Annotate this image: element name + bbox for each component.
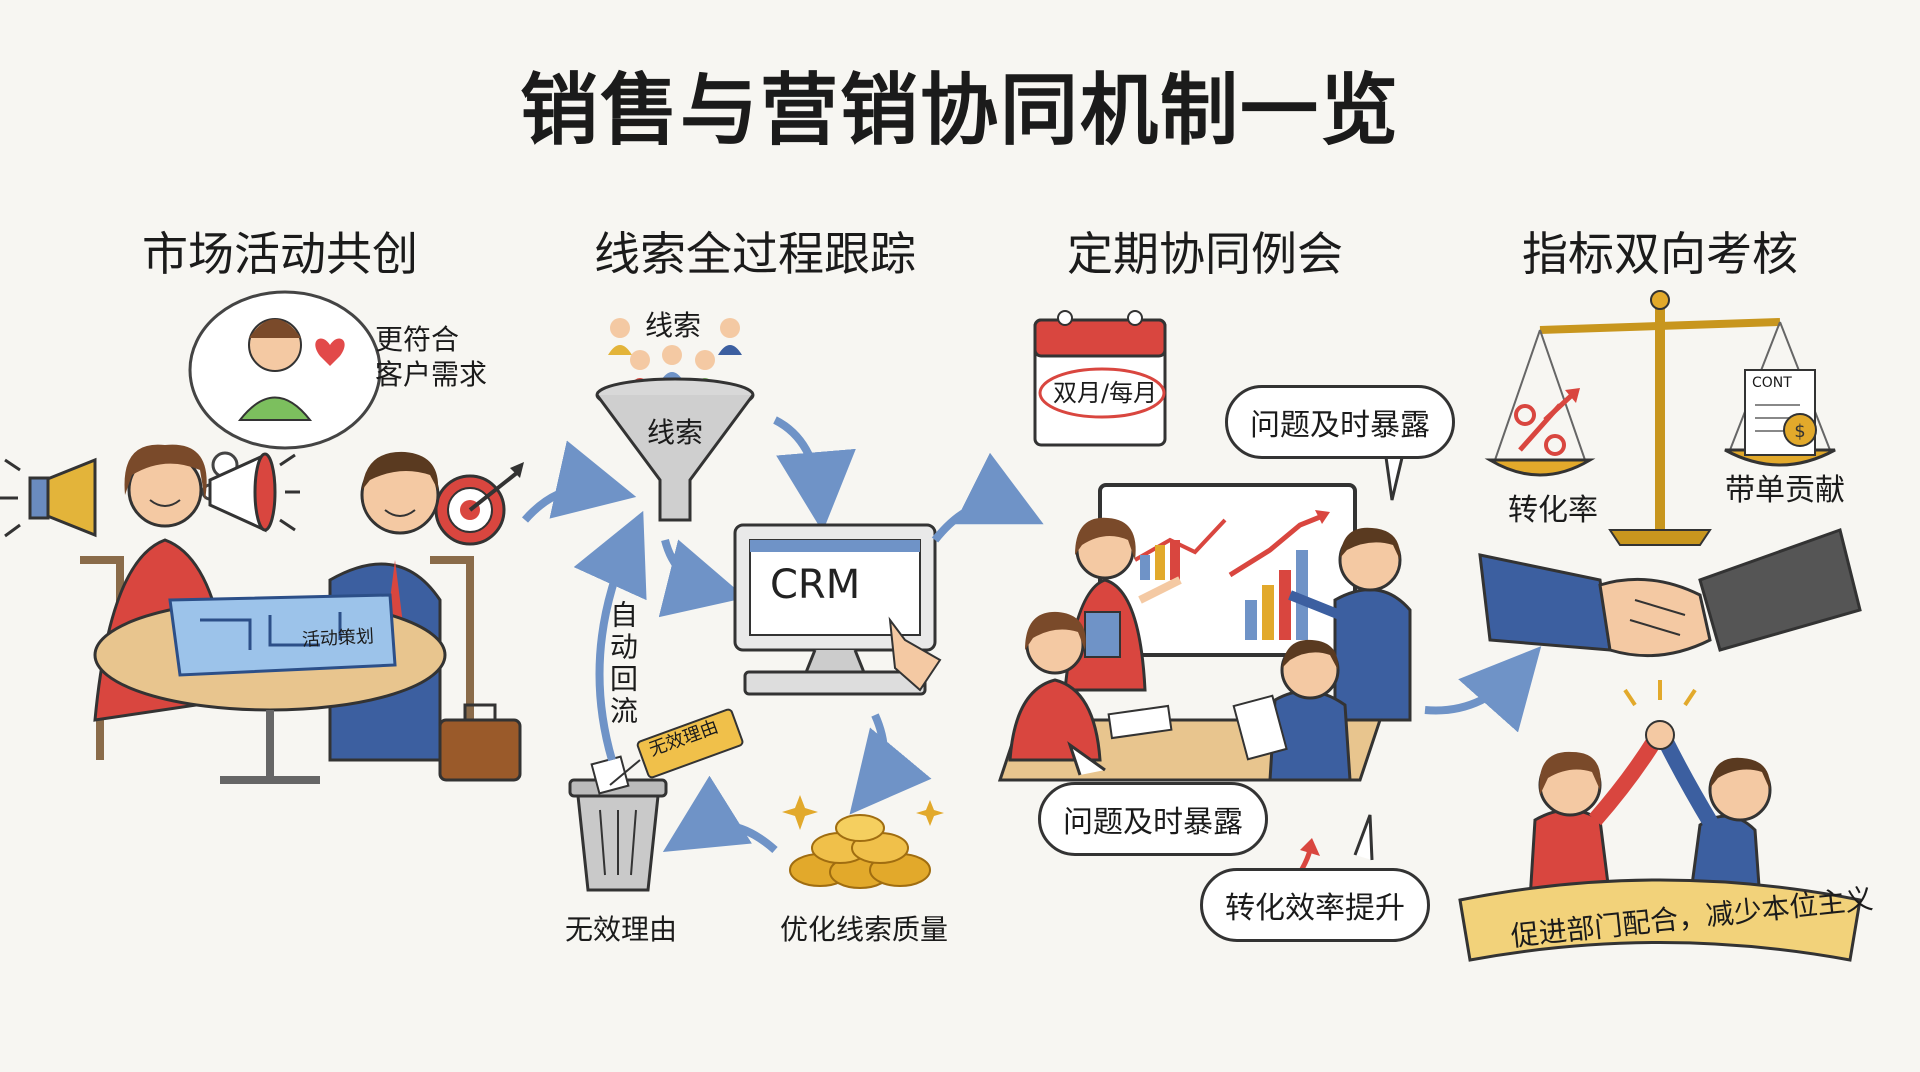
coin-icon bbox=[1783, 413, 1817, 447]
flow-arrow bbox=[521, 440, 637, 523]
contract-document-icon: $ bbox=[1744, 369, 1817, 456]
thought-bubble bbox=[188, 290, 382, 501]
bubble-efficiency-up: 转化效率提升 bbox=[1200, 868, 1430, 942]
trash-can-icon bbox=[568, 755, 668, 892]
section-market-cocreate bbox=[0, 290, 524, 784]
calendar-icon bbox=[1033, 310, 1167, 447]
crm-monitor bbox=[733, 523, 942, 696]
auto-return-label: 自动回流 bbox=[606, 600, 639, 728]
blueprint-plan bbox=[168, 593, 397, 677]
sparkle-icon bbox=[782, 795, 818, 830]
section-lead-tracking bbox=[568, 318, 944, 892]
calendar-label: 双月/每月 bbox=[1053, 379, 1158, 407]
sparkle-icon bbox=[916, 800, 944, 826]
section-kpi-assessment: $ bbox=[1458, 290, 1862, 962]
bubble-issue-exposed-bottom: 问题及时暴露 bbox=[1038, 782, 1268, 856]
target-icon bbox=[434, 462, 524, 546]
return-arrow bbox=[573, 510, 647, 762]
section-regular-meeting bbox=[997, 310, 1412, 902]
page-title: 销售与营销协同机制一览 bbox=[519, 66, 1400, 156]
seated-man bbox=[1232, 639, 1352, 782]
megaphone-icon bbox=[0, 457, 97, 538]
banner-ribbon bbox=[1458, 878, 1862, 962]
heading-lead-tracking: 线索全过程跟踪 bbox=[594, 227, 916, 281]
scale-deal-contribution: 带单贡献 bbox=[1725, 473, 1845, 508]
flow-arrow bbox=[931, 452, 1044, 543]
invalid-reason-label: 无效理由 bbox=[565, 913, 678, 946]
flow-arrow bbox=[773, 416, 856, 532]
high-five-figures bbox=[1528, 680, 1772, 902]
sparkle-icon bbox=[1623, 680, 1697, 707]
hand-icon bbox=[888, 616, 942, 692]
optimize-lead-label: 优化线索质量 bbox=[780, 913, 949, 946]
chart-board bbox=[1098, 483, 1357, 657]
briefcase-icon bbox=[438, 703, 522, 782]
megaphone-icon bbox=[208, 452, 300, 533]
funnel-label: 线索 bbox=[647, 416, 704, 449]
flow-arrow bbox=[1424, 646, 1542, 733]
crm-label: CRM bbox=[770, 562, 861, 608]
percent-icon bbox=[1514, 388, 1580, 456]
presenter-woman bbox=[1063, 517, 1182, 692]
heading-regular-meeting: 定期协同例会 bbox=[1067, 227, 1343, 281]
funnel-icon bbox=[595, 377, 755, 522]
heading-kpi-assessment: 指标双向考核 bbox=[1522, 227, 1798, 281]
invalid-tag bbox=[636, 708, 744, 779]
handshake-icon bbox=[1478, 528, 1862, 658]
contract-doc-text: CONT bbox=[1752, 375, 1792, 391]
plan-label: 活动策划 bbox=[301, 626, 375, 651]
bubble-issue-exposed-top: 问题及时暴露 bbox=[1225, 385, 1455, 459]
keyboard bbox=[743, 670, 927, 696]
heart-icon bbox=[315, 338, 345, 366]
presenter-man bbox=[1288, 527, 1412, 722]
flow-arrow bbox=[662, 775, 778, 854]
heading-market-cocreate: 市场活动共创 bbox=[142, 227, 418, 281]
leads-top-label: 线索 bbox=[645, 309, 702, 342]
svg-text:$: $ bbox=[1794, 421, 1805, 442]
thought-customer-needs: 更符合 客户需求 bbox=[375, 323, 488, 391]
gold-nuggets-icon bbox=[782, 795, 944, 889]
flow-arrow bbox=[658, 538, 747, 618]
flow-arrow bbox=[849, 713, 932, 815]
scale-conversion-rate: 转化率 bbox=[1508, 493, 1598, 528]
seated-woman bbox=[1008, 611, 1173, 762]
